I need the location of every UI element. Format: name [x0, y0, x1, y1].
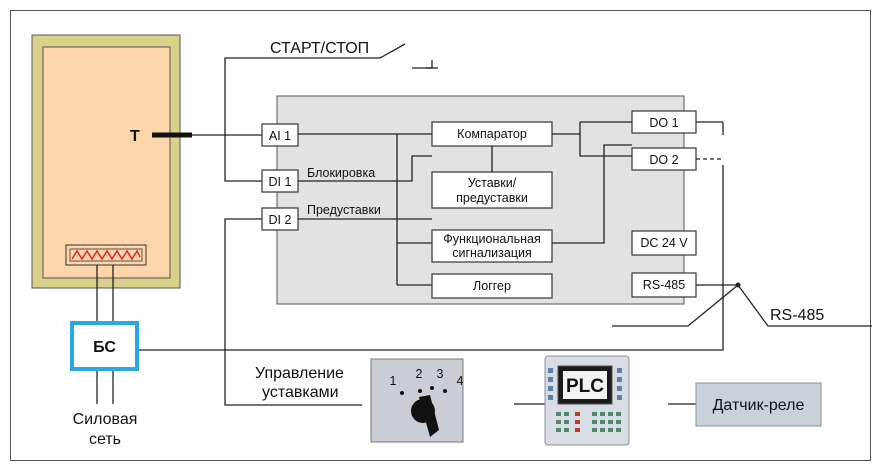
logger-block — [431, 273, 553, 299]
start-stop-switch — [379, 43, 406, 59]
power-grid-label-line1: Силовая — [73, 411, 138, 428]
setpoints-label-line1: Уставки/ — [468, 176, 517, 190]
rs485-port — [631, 272, 697, 298]
do2-port-label: DO 2 — [649, 153, 678, 167]
plc-keypad-icon — [556, 412, 621, 432]
rs485-port-label: RS-485 — [643, 278, 685, 292]
power-grid-label-line2: сеть — [89, 431, 121, 448]
plc-label: PLC — [566, 376, 604, 397]
do1-port-label: DO 1 — [649, 116, 678, 130]
setpoint-control-label-line2: уставками — [262, 384, 339, 401]
rs485-bus-label: RS-485 — [770, 307, 824, 324]
blocking-label: Блокировка — [307, 166, 375, 180]
oven — [31, 34, 181, 289]
bs-block — [70, 321, 139, 371]
comparator-block — [431, 121, 553, 147]
switch-position-4: 4 — [457, 374, 464, 388]
sensor-label: T — [130, 128, 140, 145]
start-stop-label: СТАРТ/СТОП — [270, 40, 369, 57]
functional-alarm-label-line2: сигнализация — [452, 246, 532, 260]
comparator-label: Компаратор — [457, 127, 527, 141]
plc-device: PLC — [544, 355, 630, 446]
switch-position-3: 3 — [437, 367, 444, 381]
oven-chamber — [42, 46, 171, 279]
diagram-frame — [10, 10, 871, 461]
knob-icon — [419, 395, 439, 437]
setpoints-block — [431, 171, 553, 209]
logger-label: Логгер — [473, 279, 511, 293]
functional-alarm-block — [431, 229, 553, 263]
switch-position-1: 1 — [390, 374, 397, 388]
ai1-port-label: AI 1 — [269, 129, 291, 143]
dc24v-port — [631, 230, 697, 256]
ai1-port — [261, 123, 299, 147]
di1-port-label: DI 1 — [269, 175, 292, 189]
setpoint-control-label-line1: Управление — [255, 365, 344, 382]
sensor-relay-label: Датчик-реле — [713, 397, 805, 414]
functional-alarm-label-line1: Функциональная — [443, 232, 541, 246]
setpoint-selector-switch: 1 2 3 4 — [370, 358, 464, 443]
plc-side-buttons-icon — [548, 368, 622, 400]
setpoints-label-line2: предуставки — [456, 191, 528, 205]
sensor-relay-block — [695, 382, 822, 427]
bs-label: БС — [93, 339, 116, 356]
dc24v-label: DC 24 V — [640, 236, 688, 250]
heater-icon — [65, 244, 147, 266]
switch-position-2: 2 — [416, 367, 423, 381]
presets-label: Предуставки — [307, 203, 381, 217]
di2-port-label: DI 2 — [269, 213, 292, 227]
